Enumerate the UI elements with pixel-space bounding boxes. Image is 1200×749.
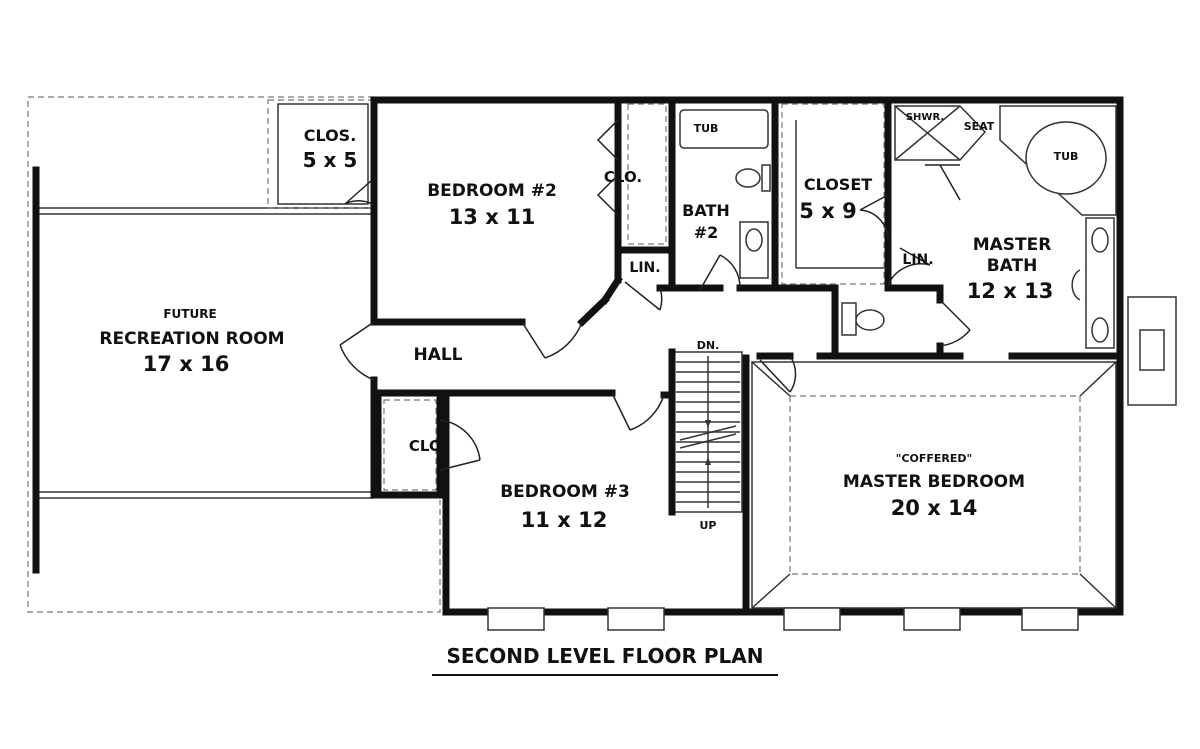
rec-closet-size: 5 x 5 bbox=[303, 148, 358, 172]
shower-label: SHWR. bbox=[906, 112, 944, 123]
exterior-walls bbox=[370, 96, 1124, 616]
bedroom3-closet-label: CLO. bbox=[409, 437, 447, 455]
master-closet-size: 5 x 9 bbox=[799, 199, 856, 223]
staircase bbox=[668, 348, 743, 516]
fixtures bbox=[339, 103, 1177, 491]
master-bedroom-note: "COFFERED" bbox=[896, 452, 973, 465]
master-bedroom-label: MASTER BEDROOM bbox=[843, 472, 1025, 492]
bedroom3-size: 11 x 12 bbox=[521, 508, 608, 532]
bedroom2-size: 13 x 11 bbox=[449, 205, 536, 229]
recreation-room-outline bbox=[27, 96, 441, 613]
recreation-note: FUTURE bbox=[163, 307, 216, 321]
master-closet-label: CLOSET bbox=[804, 175, 872, 194]
bedroom2-label: BEDROOM #2 bbox=[427, 181, 557, 201]
rec-closet-label: CLOS. bbox=[304, 126, 357, 145]
linen2-label: LIN. bbox=[902, 252, 933, 268]
master-bath-label-2: BATH bbox=[987, 256, 1038, 276]
stairs-up-label: UP bbox=[700, 519, 717, 532]
recreation-room-label: RECREATION ROOM bbox=[99, 329, 284, 349]
bath2-label: BATH bbox=[682, 201, 730, 220]
seat-label: SEAT bbox=[964, 120, 995, 133]
bedroom2-closet-label: CLO. bbox=[604, 168, 642, 186]
bath2-tub-label: TUB bbox=[694, 122, 719, 135]
bedroom3-label: BEDROOM #3 bbox=[500, 482, 630, 502]
plan-title: SECOND LEVEL FLOOR PLAN bbox=[447, 644, 764, 668]
interior-walls bbox=[370, 96, 1124, 499]
hall-label: HALL bbox=[413, 345, 462, 365]
master-bath-label: MASTER bbox=[973, 235, 1052, 255]
master-bedroom-size: 20 x 14 bbox=[891, 496, 978, 520]
windows bbox=[487, 607, 1079, 631]
bath2-number: #2 bbox=[694, 223, 719, 242]
stairs-down-label: DN. bbox=[697, 339, 720, 352]
master-tub-label: TUB bbox=[1054, 150, 1079, 163]
recreation-room-size: 17 x 16 bbox=[143, 352, 230, 376]
master-bedroom-coffer bbox=[751, 361, 1117, 609]
master-bath-size: 12 x 13 bbox=[967, 279, 1054, 303]
linen1-label: LIN. bbox=[629, 260, 660, 276]
